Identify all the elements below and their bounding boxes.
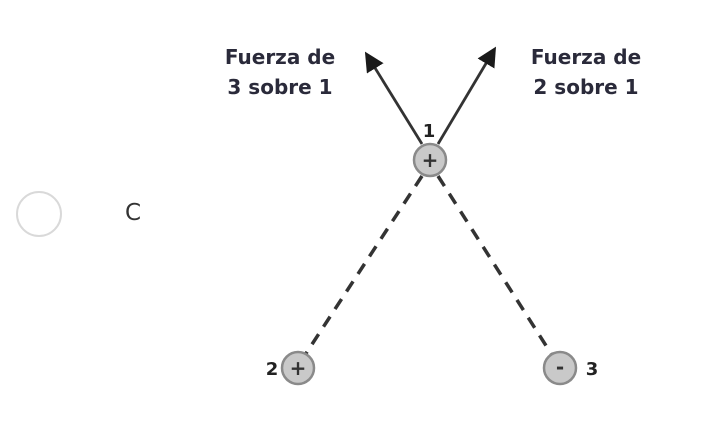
dashed-line-1-to-3 bbox=[436, 175, 554, 356]
dashed-line-1-to-2 bbox=[303, 175, 424, 356]
radio-button[interactable] bbox=[16, 191, 62, 237]
charge-3-sign: - bbox=[556, 355, 564, 379]
force-arrow-2-on-1 bbox=[436, 46, 497, 145]
force-label-2-on-1-line1: Fuerza de bbox=[531, 45, 641, 69]
force-label-3-on-1-line2: 3 sobre 1 bbox=[227, 75, 332, 99]
charge-2-number: 2 bbox=[266, 359, 279, 380]
force-label-3-on-1-line1: Fuerza de bbox=[225, 45, 335, 69]
charge-1-circle bbox=[412, 142, 448, 178]
charge-3-circle bbox=[542, 350, 578, 386]
force-arrow-3-on-1 bbox=[364, 51, 424, 145]
charge-1-sign: + bbox=[422, 148, 439, 172]
charge-1-number: 1 bbox=[423, 121, 436, 142]
charge-2-sign: + bbox=[290, 356, 307, 380]
option-letter: C bbox=[125, 200, 142, 226]
charge-3-number: 3 bbox=[586, 359, 599, 380]
force-label-2-on-1-line2: 2 sobre 1 bbox=[533, 75, 638, 99]
charge-2-circle bbox=[280, 350, 316, 386]
